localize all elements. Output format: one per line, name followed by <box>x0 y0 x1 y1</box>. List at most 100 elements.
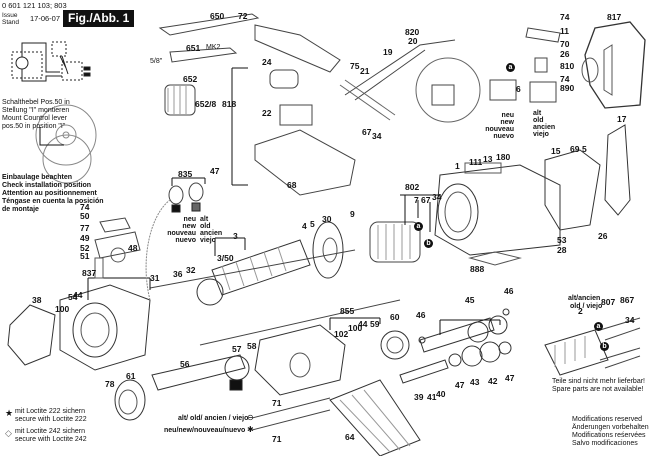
part-number-label: 5 <box>582 144 587 154</box>
issue-date: 17-06-07 <box>30 14 61 23</box>
installation-note-line-2: Check installation position <box>2 182 92 189</box>
control-lever-note-line-3: Mount Countrol lever <box>2 115 67 122</box>
mk2-label: MK2 <box>206 44 221 51</box>
part-number-label: 31 <box>150 273 160 283</box>
part-number-label: 24 <box>262 57 272 67</box>
not-available-line-1: Teile sind nicht mehr lieferbar! <box>552 378 645 385</box>
document-number: 0 601 121 103; 803 <box>2 1 67 10</box>
part-number-label: 28 <box>557 245 567 255</box>
old-screw-icon: ⊖ <box>247 413 254 422</box>
callout-b-icon: b <box>600 342 609 351</box>
part-number-label: 51 <box>80 251 90 261</box>
new-screw-icon: ✱ <box>247 425 254 434</box>
brush-old-label-3: ancien <box>533 124 556 131</box>
part-number-label: 75 <box>350 61 360 71</box>
loctite-222-line-2: secure with Loctite 222 <box>15 416 87 423</box>
part-number-label: 890 <box>560 83 575 93</box>
part-number-label: 802 <box>405 182 420 192</box>
star-icon: ★ <box>5 408 14 418</box>
loctite-222-line-1: mit Loctite 222 sichern <box>15 408 86 415</box>
part-number-label: 19 <box>383 47 393 57</box>
installation-note-line-4: Téngase en cuenta la posición <box>2 198 104 205</box>
old-label-3: ancien <box>200 230 223 237</box>
part-number-label: 21 <box>360 66 370 76</box>
part-number-label: 46 <box>504 286 514 296</box>
inset-old-label-1: alt/ancien <box>568 295 601 302</box>
part-number-label: 44 <box>73 290 83 300</box>
callout-a-icon: a <box>414 222 423 231</box>
old-label-4: viejo <box>200 237 216 244</box>
part-number-label: 100 <box>348 323 363 333</box>
part-number-label: 17 <box>617 114 627 124</box>
part-number-label: 15 <box>551 146 561 156</box>
callout-a-icon: a <box>594 322 603 331</box>
modifications-line-1: Modifications reserved <box>572 416 643 423</box>
brush-old-label-1: alt <box>533 110 542 117</box>
part-number-label: 820 <box>405 27 420 37</box>
part-number-label: 855 <box>340 306 355 316</box>
not-available-line-2: Spare parts are not available! <box>552 386 644 393</box>
part-number-label: 810 <box>560 61 575 71</box>
callout-b-icon: b <box>424 239 433 248</box>
loctite-242-line-1: mit Loctite 242 sichern <box>15 428 86 435</box>
new-label-2: new <box>182 223 196 230</box>
brush-new-label-3: nouveau <box>485 126 514 133</box>
part-number-label: 48 <box>128 243 138 253</box>
part-number-label: 837 <box>82 268 97 278</box>
motor-symbol <box>15 56 29 70</box>
part-number-label: 47 <box>210 166 220 176</box>
part-number-label: 26 <box>598 231 608 241</box>
part-number-label: 57 <box>232 344 242 354</box>
new-label-4: nuevo <box>175 237 196 244</box>
part-number-label: 7 <box>414 195 419 205</box>
part-number-label: 77 <box>80 223 90 233</box>
modifications-line-2: Änderungen vorbehalten <box>572 424 649 431</box>
part-number-label: 4 <box>302 221 307 231</box>
brush-inset-circle <box>415 57 481 123</box>
part-number-label: 40 <box>436 389 446 399</box>
part-number-label: 34 <box>432 192 442 202</box>
part-number-label: 78 <box>105 379 115 389</box>
part-number-label: 67 <box>421 195 431 205</box>
part-number-label: 22 <box>262 108 272 118</box>
part-number-label: 32 <box>186 265 196 275</box>
loctite-242-line-2: secure with Loctite 242 <box>15 436 87 443</box>
issue-label: Issue <box>2 12 18 19</box>
modifications-line-4: Salvo modificaciones <box>572 440 638 447</box>
part-number-label: 11 <box>560 26 569 36</box>
control-lever-note-line-1: Schalthebel Pos.50 in <box>2 99 70 106</box>
part-number-label: 69 <box>570 144 580 154</box>
part-number-label: 867 <box>620 295 635 305</box>
brush-old-label-4: viejo <box>533 131 549 138</box>
part-number-label: 58 <box>247 341 257 351</box>
part-number-label: 30 <box>322 214 332 224</box>
part-number-label: 818 <box>222 99 237 109</box>
part-number-label: 74 <box>560 12 570 22</box>
new-label-1: neu <box>183 216 196 223</box>
brush-new-label-2: new <box>500 119 514 126</box>
modifications-line-3: Modifications reśervées <box>572 432 646 439</box>
brush-new-label-1: neu <box>501 112 514 119</box>
part-number-label: 651 <box>186 43 201 53</box>
part-number-label: 49 <box>80 233 90 243</box>
new-screw-label: neu/new/nouveau/nuevo <box>164 427 246 434</box>
part-number-label: 47 <box>505 373 515 383</box>
part-number-label: 56 <box>180 359 190 369</box>
part-number-label: 38 <box>32 295 42 305</box>
part-number-label: 43 <box>470 377 480 387</box>
part-number-label: 888 <box>470 264 485 274</box>
circuit-schematic <box>11 41 91 82</box>
part-number-label: 54 <box>68 292 78 302</box>
part-number-label: 652 <box>183 74 198 84</box>
part-number-label: 59 <box>370 319 380 329</box>
part-number-label: 3 <box>233 231 238 241</box>
part-number-label: 42 <box>488 376 498 386</box>
old-label-1: alt <box>200 216 209 223</box>
part-number-label: 1 <box>455 161 460 171</box>
part-number-label: 46 <box>416 310 426 320</box>
part-number-label: 5 <box>310 219 315 229</box>
part-number-label: 67 <box>362 127 372 137</box>
part-number-label: 41 <box>427 392 437 402</box>
part-number-label: 3/50 <box>217 253 234 263</box>
